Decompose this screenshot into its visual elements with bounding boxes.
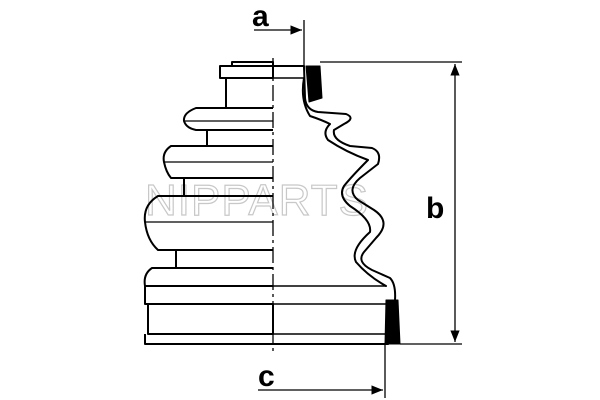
dimension-label-b: b bbox=[426, 192, 444, 225]
dimension-b bbox=[320, 61, 462, 345]
convolution-1 bbox=[182, 107, 273, 131]
dimension-label-c: c bbox=[258, 360, 275, 393]
small-collar-band bbox=[231, 61, 274, 67]
large-end bbox=[144, 286, 273, 305]
large-collar bbox=[147, 303, 274, 335]
dimension-label-a: a bbox=[252, 0, 269, 33]
section-wall-inner bbox=[301, 77, 387, 287]
small-end-seal bbox=[305, 65, 323, 103]
dimension-a bbox=[254, 20, 305, 70]
watermark-logo: NIPPARTS bbox=[145, 176, 369, 225]
dimension-c bbox=[258, 344, 386, 398]
section-wall-outer bbox=[272, 65, 397, 345]
boot-outer-view bbox=[143, 61, 274, 345]
small-collar bbox=[219, 65, 274, 79]
neck bbox=[225, 78, 273, 109]
large-end-seal bbox=[384, 299, 401, 345]
boot-section-view bbox=[272, 65, 401, 345]
convolution-4 bbox=[143, 267, 273, 287]
